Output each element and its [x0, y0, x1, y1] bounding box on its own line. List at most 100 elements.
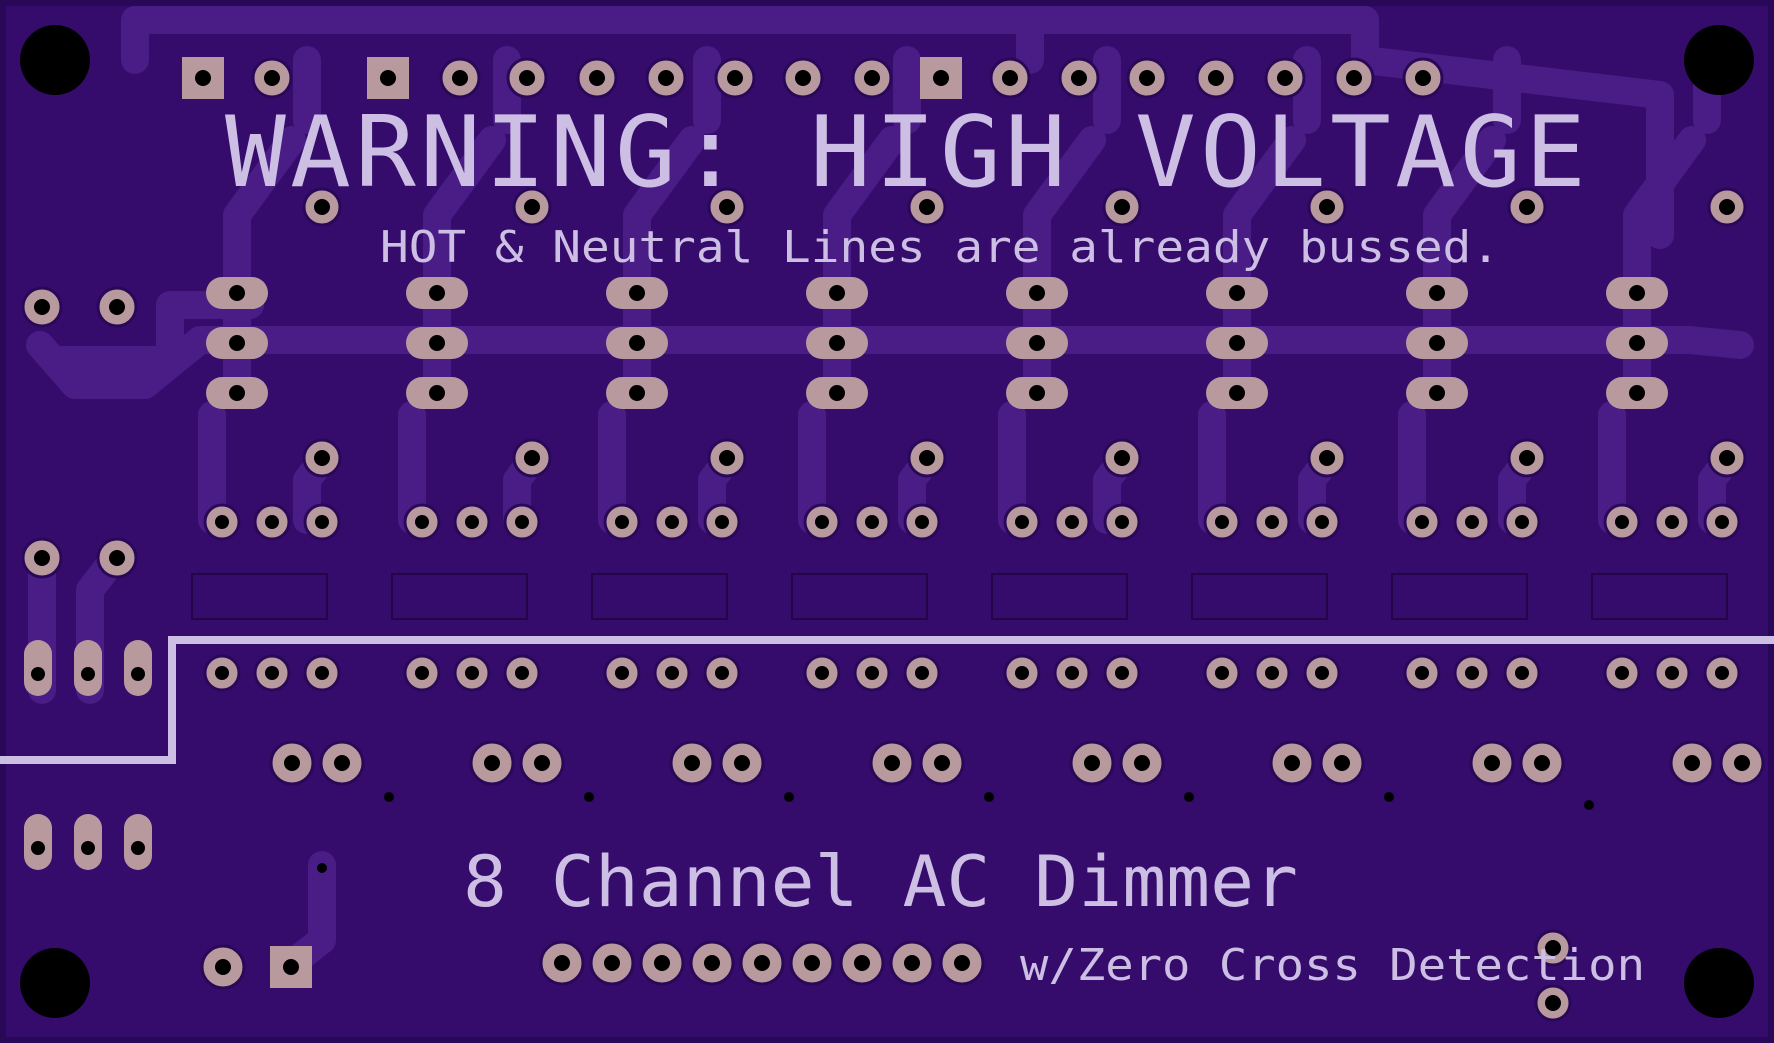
pad-drill — [554, 955, 570, 971]
trace-left — [46, 291, 264, 374]
pad-drill — [629, 385, 645, 401]
pad-drill — [1715, 666, 1729, 680]
pad-drill — [81, 841, 95, 855]
pad-drill — [589, 70, 605, 86]
pad-drill — [864, 70, 880, 86]
pad-drill — [1029, 385, 1045, 401]
pad-drill — [265, 666, 279, 680]
isolation-divider — [0, 636, 1774, 764]
pad-drill — [704, 955, 720, 971]
pad-drill — [629, 285, 645, 301]
via — [1584, 800, 1594, 810]
pad-drill — [1719, 450, 1735, 466]
pad-drill — [1065, 666, 1079, 680]
pad-drill — [484, 755, 500, 771]
pad-drill — [1115, 666, 1129, 680]
pad-drill — [829, 385, 845, 401]
pad-drill — [109, 299, 125, 315]
warning-text: WARNING: HIGH VOLTAGE — [225, 96, 1590, 210]
subtitle-text: w/Zero Cross Detection — [1020, 940, 1645, 991]
pad-drill — [109, 550, 125, 566]
pad-drill — [314, 199, 330, 215]
pad-drill — [815, 515, 829, 529]
via — [584, 792, 594, 802]
pad-drill — [1208, 70, 1224, 86]
pad-drill — [429, 385, 445, 401]
pad-drill — [429, 285, 445, 301]
pad-drill — [934, 755, 950, 771]
pad-drill — [954, 955, 970, 971]
via — [317, 863, 327, 873]
pad-drill — [719, 199, 735, 215]
pad-drill — [754, 955, 770, 971]
pad-drill — [665, 666, 679, 680]
component-outline-box — [1391, 573, 1528, 620]
pad-drill — [1415, 666, 1429, 680]
mounting-hole — [1684, 25, 1754, 95]
pad-drill — [904, 955, 920, 971]
pad-drill — [1139, 70, 1155, 86]
pad-drill — [1665, 515, 1679, 529]
pad-drill — [604, 955, 620, 971]
trace-top-bus — [121, 6, 1674, 249]
pad-drill — [884, 755, 900, 771]
pad-drill — [629, 335, 645, 351]
pad-drill — [1615, 515, 1629, 529]
pad-drill — [265, 515, 279, 529]
pad-drill — [1071, 70, 1087, 86]
pad-drill — [829, 285, 845, 301]
pad-drill — [854, 955, 870, 971]
pad-drill — [1545, 995, 1561, 1011]
pad-drill — [195, 70, 211, 86]
pad-drill — [1029, 285, 1045, 301]
pad-drill — [429, 335, 445, 351]
pad-drill — [1415, 515, 1429, 529]
pad-drill — [334, 755, 350, 771]
pad-drill — [919, 450, 935, 466]
pad-drill — [1615, 666, 1629, 680]
pad-drill — [1229, 335, 1245, 351]
pad-drill — [615, 666, 629, 680]
pad-drill — [1002, 70, 1018, 86]
pad-drill — [524, 450, 540, 466]
pad-drill — [1519, 450, 1535, 466]
pad-drill — [915, 666, 929, 680]
via — [1184, 792, 1194, 802]
pad-drill — [1629, 335, 1645, 351]
pad-drill — [1534, 755, 1550, 771]
pad-drill — [284, 755, 300, 771]
via — [784, 792, 794, 802]
component-outline-box — [791, 573, 928, 620]
component-outline-box — [1591, 573, 1728, 620]
pad-drill — [615, 515, 629, 529]
pad-drill — [524, 199, 540, 215]
via — [984, 792, 994, 802]
component-outline-box — [591, 573, 728, 620]
pad-drill — [315, 666, 329, 680]
pad-drill — [1319, 199, 1335, 215]
pad-drill — [81, 667, 95, 681]
pad-drill — [804, 955, 820, 971]
pad-drill — [719, 450, 735, 466]
pad-drill — [727, 70, 743, 86]
mounting-holes — [20, 25, 1754, 1018]
pad-drill — [215, 959, 231, 975]
pad-drill — [1519, 199, 1535, 215]
pad-drill — [131, 667, 145, 681]
pad-drill — [795, 70, 811, 86]
pad-drill — [1315, 666, 1329, 680]
pad-drill — [933, 70, 949, 86]
pad-drill — [229, 335, 245, 351]
product-name-text: 8 Channel AC Dimmer — [463, 841, 1298, 923]
pad-drill — [1484, 755, 1500, 771]
pad-drill — [515, 666, 529, 680]
pad-drill — [815, 666, 829, 680]
pad-drill — [734, 755, 750, 771]
pad-drill — [829, 335, 845, 351]
pad-drill — [1629, 285, 1645, 301]
pad-drill — [34, 550, 50, 566]
pad-drill — [1515, 515, 1529, 529]
component-outline-box — [191, 573, 328, 620]
pad-drill — [1346, 70, 1362, 86]
